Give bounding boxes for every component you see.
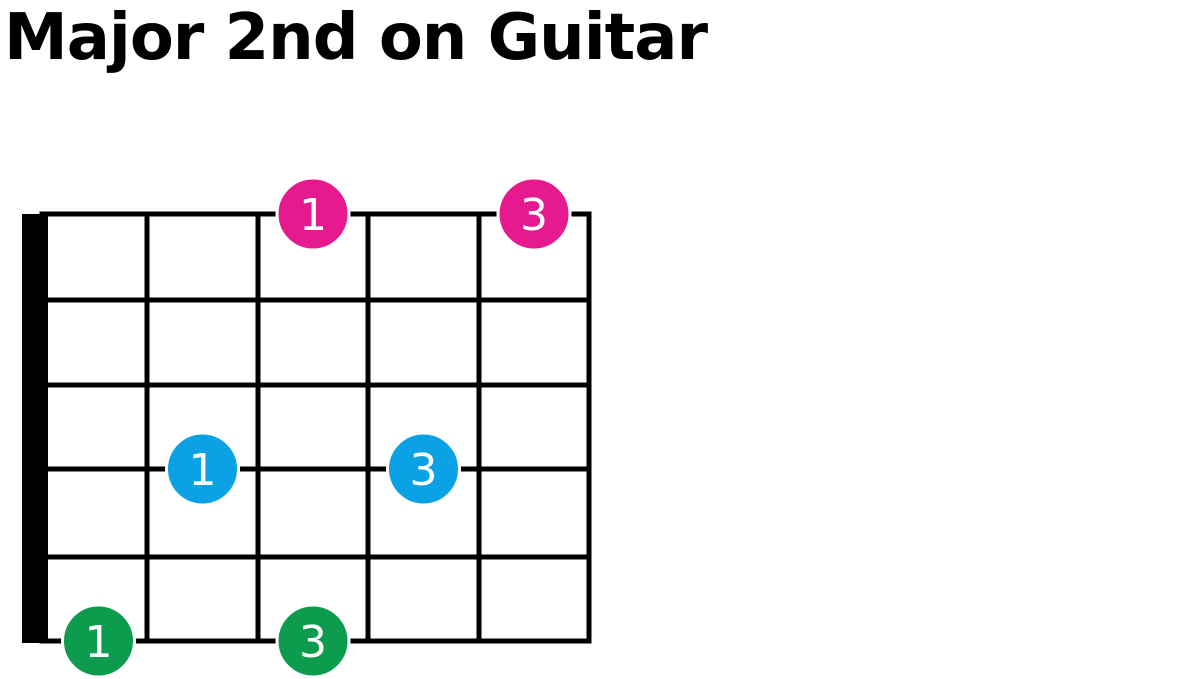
note-label: 1 [189,445,217,496]
note-dot-pink-1: 1 [275,176,351,252]
note-circle [61,603,136,679]
note-circle [386,431,461,507]
page-title: Major 2nd on Guitar [4,1,708,75]
note-dot-blue-1: 1 [165,431,240,507]
note-circle [496,176,572,252]
note-circle [275,176,351,252]
note-dot-pink-3: 3 [496,176,572,252]
note-dot-green-1: 1 [61,603,136,679]
note-label: 1 [299,190,327,241]
note-markers: 1 3 1 3 1 3 [61,176,572,679]
fret-grid [39,211,592,644]
note-circle [275,603,351,679]
note-dot-green-3: 3 [275,603,351,679]
note-label: 3 [410,445,438,496]
note-label: 3 [520,190,548,241]
note-label: 3 [299,617,327,668]
note-circle [165,431,240,507]
note-dot-blue-3: 3 [386,431,461,507]
note-label: 1 [85,617,113,668]
